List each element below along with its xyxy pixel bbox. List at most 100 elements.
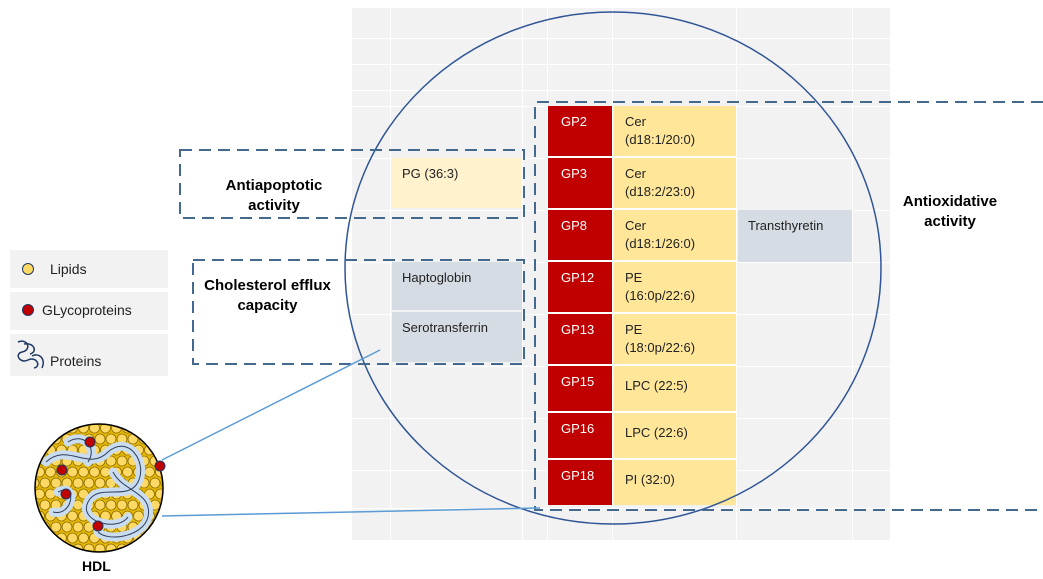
lipid-bead bbox=[160, 543, 162, 551]
lipid-bead bbox=[105, 499, 117, 511]
legend-lipids: Lipids bbox=[10, 250, 168, 288]
lipid-bead bbox=[61, 521, 73, 533]
lipid-bead bbox=[144, 425, 155, 434]
lipid-bead bbox=[155, 444, 162, 456]
lipid-bead bbox=[36, 477, 40, 489]
lipid-bead bbox=[56, 425, 67, 434]
glycoprotein-cell: GP16 bbox=[548, 413, 612, 458]
lipid-bead bbox=[155, 532, 162, 544]
lipid-cell: LPC (22:5) bbox=[614, 366, 736, 411]
lipid-bead bbox=[36, 425, 45, 434]
connector-line bbox=[161, 349, 381, 461]
antioxidative-label: Antioxidative activity bbox=[902, 193, 998, 230]
lipid-cell: Cer (d18:1/26:0) bbox=[614, 210, 736, 260]
lipid-bead bbox=[67, 466, 78, 478]
lipid-cell: PE (18:0p/22:6) bbox=[614, 314, 736, 364]
lipid-bead bbox=[89, 466, 100, 478]
lipid-bead bbox=[155, 488, 162, 500]
lipid-bead bbox=[39, 477, 51, 489]
glycoprotein-column: GP2 GP3 GP8 GP12 GP13 GP15 GP16 GP18 bbox=[548, 106, 612, 505]
lipid-cell: PI (32:0) bbox=[614, 460, 736, 505]
glycoprotein-cell: GP12 bbox=[548, 262, 612, 312]
lipid-bead bbox=[149, 543, 161, 551]
glycoprotein-cell: GP3 bbox=[548, 158, 612, 208]
lipid-bead bbox=[144, 532, 155, 544]
lipid-cell: Cer (d18:2/23:0) bbox=[614, 158, 736, 208]
lipid-bead bbox=[94, 433, 106, 445]
legend-proteins: Proteins bbox=[10, 334, 168, 376]
lipid-bead bbox=[36, 455, 40, 467]
lipid-bead bbox=[67, 532, 78, 544]
lipid-bead bbox=[94, 499, 106, 511]
antioxidative-dashed-box bbox=[534, 101, 1043, 511]
haptoglobin-cell: Haptoglobin bbox=[392, 262, 522, 310]
pg-lipid-cell: PG (36:3) bbox=[392, 158, 522, 208]
lipid-bead bbox=[67, 510, 78, 522]
lipid-bead bbox=[83, 477, 95, 489]
lipid-bead bbox=[39, 499, 51, 511]
lipid-bead bbox=[127, 499, 139, 511]
legend-lipids-label: Lipids bbox=[50, 261, 87, 277]
lipid-bead bbox=[50, 477, 62, 489]
legend-glycoproteins: GLycoproteins bbox=[10, 292, 168, 330]
transthyretin-cell: Transthyretin bbox=[738, 210, 852, 262]
glycoprotein-dot-icon bbox=[22, 304, 34, 316]
lipid-bead bbox=[122, 466, 133, 478]
lipid-dot-icon bbox=[22, 263, 34, 275]
legend-glycoproteins-label: GLycoproteins bbox=[42, 302, 132, 318]
lipid-bead bbox=[50, 521, 62, 533]
lipid-bead bbox=[105, 455, 117, 467]
lipid-bead bbox=[39, 543, 51, 551]
lipid-bead bbox=[144, 466, 155, 478]
cholesterol-dashed-box bbox=[192, 259, 525, 365]
lipid-bead bbox=[105, 543, 117, 551]
lipid-bead bbox=[127, 543, 139, 551]
lipid-bead bbox=[138, 543, 150, 551]
lipid-cell: Cer (d18:1/20:0) bbox=[614, 106, 736, 156]
glycoprotein-cell: GP2 bbox=[548, 106, 612, 156]
connector-line bbox=[161, 507, 541, 517]
lipid-bead bbox=[83, 543, 95, 551]
lipid-bead bbox=[45, 425, 56, 434]
lipid-bead bbox=[160, 499, 162, 511]
glycoprotein-cell: GP15 bbox=[548, 366, 612, 411]
lipid-bead bbox=[36, 444, 45, 456]
lipid-bead bbox=[155, 425, 162, 434]
lipid-bead bbox=[72, 477, 84, 489]
lipid-bead bbox=[36, 433, 40, 445]
lipid-bead bbox=[133, 425, 144, 434]
lipid-bead bbox=[72, 521, 84, 533]
lipid-bead bbox=[50, 543, 62, 551]
legend-proteins-label: Proteins bbox=[50, 353, 102, 369]
lipid-bead bbox=[160, 477, 162, 489]
lipid-bead bbox=[39, 433, 51, 445]
lipid-bead bbox=[78, 532, 89, 544]
lipid-cell: PE (16:0p/22:6) bbox=[614, 262, 736, 312]
cholesterol-efflux-label: Cholesterol efflux capacity bbox=[204, 277, 331, 314]
lipid-bead bbox=[45, 466, 56, 478]
glycoprotein-cell: GP13 bbox=[548, 314, 612, 364]
protein-ribbon-icon bbox=[17, 340, 44, 369]
lipid-bead bbox=[149, 477, 161, 489]
antiapoptotic-label: Antiapoptotic activity bbox=[225, 177, 323, 214]
glycoprotein-cell: GP8 bbox=[548, 210, 612, 260]
lipid-bead bbox=[94, 477, 106, 489]
lipid-bead bbox=[36, 543, 40, 551]
serotransferrin-cell: Serotransferrin bbox=[392, 312, 522, 362]
lipid-bead bbox=[36, 488, 45, 500]
antiapoptotic-dashed-box bbox=[179, 149, 525, 219]
lipid-bead bbox=[116, 499, 128, 511]
lipid-bead bbox=[36, 532, 45, 544]
lipid-bead bbox=[89, 425, 100, 434]
glycoprotein-cell: GP18 bbox=[548, 460, 612, 505]
lipid-cell: LPC (22:6) bbox=[614, 413, 736, 458]
lipid-bead bbox=[105, 433, 117, 445]
lipid-bead bbox=[133, 510, 144, 522]
lipid-bead bbox=[160, 433, 162, 445]
hdl-zoom-circle bbox=[344, 11, 882, 525]
lipid-bead bbox=[50, 433, 62, 445]
lipid-bead bbox=[78, 466, 89, 478]
lipid-bead bbox=[149, 433, 161, 445]
hdl-particle-icon bbox=[34, 423, 166, 553]
lipid-bead bbox=[36, 521, 40, 533]
